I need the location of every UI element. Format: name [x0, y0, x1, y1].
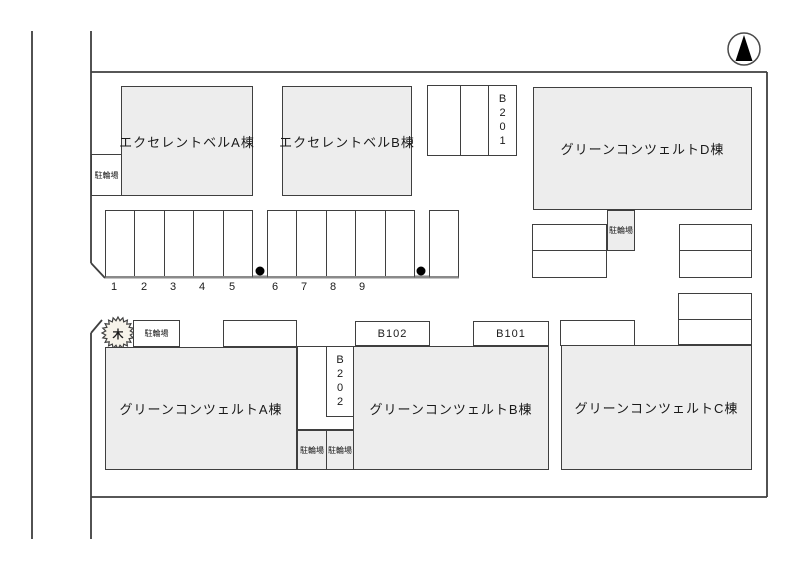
unit-b202-box: B202: [326, 346, 354, 417]
unit-b102-label: B102: [377, 327, 408, 340]
building-green-concert-c-label: グリーンコンツェルトC棟: [574, 401, 739, 416]
parking-stall: [106, 211, 136, 276]
parking-number-2: 2: [140, 281, 148, 293]
unit-b201-cell: B201: [489, 86, 516, 155]
parking-stall: [224, 211, 252, 276]
parking-stall: [194, 211, 224, 276]
parking-stall: [165, 211, 195, 276]
unit-b101-box: B101: [473, 321, 549, 346]
bicycle-parking-label: 駐輪場: [300, 445, 324, 455]
building-excellent-bell-a-label: エクセレントベルA棟: [119, 134, 255, 150]
building-green-concert-d: グリーンコンツェルトD棟: [533, 87, 752, 210]
unit-b201-block: B201: [427, 85, 517, 156]
parking-stall-single: [429, 210, 459, 278]
building-excellent-bell-b-label: エクセレントベルB棟: [279, 134, 415, 150]
north-compass: [727, 32, 761, 66]
bicycle-parking-label: 駐輪場: [94, 170, 119, 180]
bicycle-parking-label: 駐輪場: [144, 329, 169, 338]
storage-cell: [680, 225, 751, 251]
parking-number-7: 7: [300, 281, 308, 293]
building-green-concert-b-label: グリーンコンツェルトB棟: [369, 401, 533, 417]
building-excellent-bell-a: エクセレントベルA棟: [119, 86, 255, 196]
building-green-concert-b: グリーンコンツェルトB棟: [353, 346, 549, 470]
parking-number-1: 1: [110, 281, 118, 293]
parking-number-9: 9: [358, 281, 366, 293]
bicycle-parking-upper-left: 駐輪場: [91, 154, 122, 196]
parking-stall: [386, 211, 414, 276]
building-green-concert-a-label: グリーンコンツェルトA棟: [119, 402, 283, 417]
dot-marker-right: [416, 266, 426, 276]
unit-b202-label: B202: [334, 353, 346, 410]
building-green-concert-c: グリーンコンツェルトC棟: [561, 345, 752, 470]
parking-number-3: 3: [169, 281, 177, 293]
north-arrow-icon: [735, 35, 753, 61]
unit-b101-label: B101: [496, 327, 526, 340]
bicycle-parking-near-tree: 駐輪場: [133, 320, 180, 347]
parking-block-6-9: [267, 210, 415, 278]
tree-label: 木: [112, 329, 124, 341]
unit-b102-box: B102: [355, 321, 430, 346]
bicycle-parking-label: 駐輪場: [328, 445, 352, 455]
storage-block-below-d-right: [679, 224, 752, 278]
unit-b201-cell: [428, 86, 461, 155]
unit-b201-cell: [461, 86, 489, 155]
parking-number-6: 6: [271, 281, 279, 293]
entrance-chamfer-upper: [90, 262, 106, 279]
storage-box-above-a: [223, 320, 297, 347]
building-green-concert-d-label: グリーンコンツェルトD棟: [560, 142, 725, 157]
building-excellent-bell-b: エクセレントベルB棟: [279, 86, 415, 196]
bicycle-parking-label: 駐輪場: [609, 226, 633, 235]
parking-number-4: 4: [198, 281, 206, 293]
parking-stall: [135, 211, 165, 276]
entrance-chamfer-lower: [90, 319, 103, 334]
parking-stall: [297, 211, 327, 276]
storage-cell: [533, 225, 606, 251]
parking-number-8: 8: [329, 281, 337, 293]
storage-cell: [679, 294, 751, 320]
dot-marker-left: [255, 266, 265, 276]
bicycle-parking-below-d: 駐輪場: [607, 210, 635, 251]
building-green-concert-a: グリーンコンツェルトA棟: [105, 347, 297, 470]
storage-box-above-c-left: [560, 320, 635, 346]
parking-stall: [327, 211, 357, 276]
bicycle-parking-bottom-left: 駐輪場: [297, 430, 327, 470]
parking-block-1-5: [105, 210, 253, 278]
storage-block-above-c-right: [678, 293, 752, 345]
unit-b201-label: B201: [496, 92, 509, 149]
bicycle-parking-bottom-right: 駐輪場: [326, 430, 354, 470]
storage-block-below-d-left: [532, 224, 607, 278]
parking-number-5: 5: [228, 281, 236, 293]
parking-stall: [356, 211, 386, 276]
parking-stall: [268, 211, 298, 276]
